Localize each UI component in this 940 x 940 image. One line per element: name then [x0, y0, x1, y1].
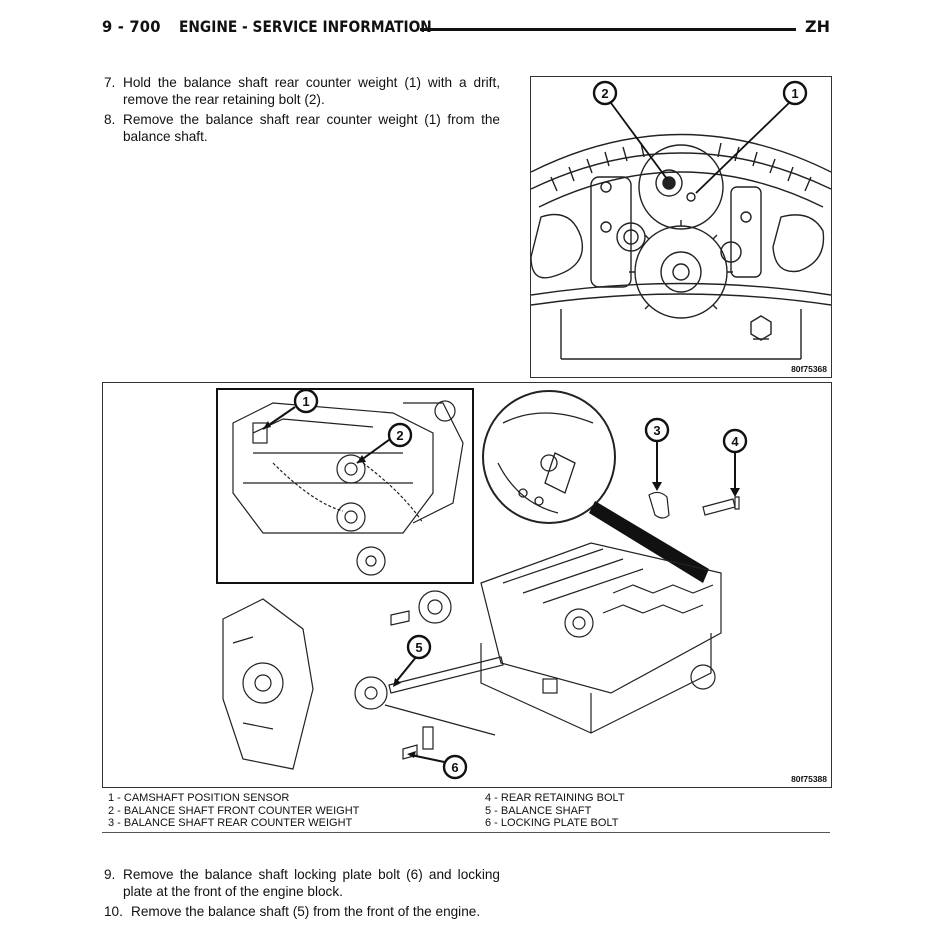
legend-column-left: 1 - CAMSHAFT POSITION SENSOR 2 - BALANCE… — [108, 792, 359, 830]
legend-item: 4 - REAR RETAINING BOLT — [485, 792, 625, 804]
callout-4: 4 — [731, 434, 739, 449]
figure-2-callouts: 1 2 3 4 5 6 — [293, 388, 748, 780]
legend-item: 1 - CAMSHAFT POSITION SENSOR — [108, 792, 290, 804]
step-8: 8. Remove the balance shaft rear counter… — [104, 111, 500, 145]
procedure-steps-top: 7. Hold the balance shaft rear counter w… — [104, 74, 500, 148]
step-number: 7. — [104, 75, 116, 90]
callout-2: 2 — [396, 428, 403, 443]
callout-2: 2 — [601, 86, 608, 101]
step-text: Hold the balance shaft rear counter weig… — [123, 75, 500, 107]
figure-rear-counter-weight: 2 1 80f75368 — [530, 76, 832, 378]
step-text: Remove the balance shaft rear counter we… — [123, 112, 500, 144]
step-number: 9. — [104, 867, 116, 882]
callout-1: 1 — [791, 86, 798, 101]
legend-item: 3 - BALANCE SHAFT REAR COUNTER WEIGHT — [108, 817, 353, 830]
figure-code: 80f75388 — [791, 774, 827, 784]
legend-column-right: 4 - REAR RETAINING BOLT 5 - BALANCE SHAF… — [485, 792, 625, 830]
step-10: 10. Remove the balance shaft (5) from th… — [104, 903, 500, 920]
page-number: 9 - 700 — [102, 17, 161, 36]
step-9: 9. Remove the balance shaft locking plat… — [104, 866, 500, 900]
model-code: ZH — [805, 17, 830, 36]
step-7: 7. Hold the balance shaft rear counter w… — [104, 74, 500, 108]
page-header: 9 - 700 ENGINE - SERVICE INFORMATION ZH — [102, 17, 830, 41]
legend-item: 5 - BALANCE SHAFT — [485, 804, 592, 817]
step-text: Remove the balance shaft (5) from the fr… — [131, 904, 481, 919]
figure-balance-shaft-exploded: 1 2 3 4 5 6 80f75388 — [102, 382, 832, 788]
callout-1: 1 — [302, 394, 309, 409]
procedure-steps-bottom: 9. Remove the balance shaft locking plat… — [104, 866, 500, 923]
figure-1-callouts: 2 1 — [592, 80, 808, 106]
header-rule — [420, 28, 796, 31]
legend-item: 2 - BALANCE SHAFT FRONT COUNTER WEIGHT — [108, 804, 360, 817]
figure-code: 80f75368 — [791, 364, 827, 374]
callout-6: 6 — [451, 760, 458, 775]
step-text: Remove the balance shaft locking plate b… — [123, 867, 500, 899]
section-title: ENGINE - SERVICE INFORMATION — [179, 17, 432, 36]
callout-5: 5 — [415, 640, 422, 655]
figure-legend: 1 - CAMSHAFT POSITION SENSOR 2 - BALANCE… — [102, 792, 830, 833]
callout-3: 3 — [653, 423, 660, 438]
figure-2-illustration: 1 2 3 4 5 6 — [216, 388, 748, 780]
figure-1-illustration: 2 1 — [531, 80, 831, 360]
legend-item: 6 - LOCKING PLATE BOLT — [485, 817, 619, 830]
step-number: 10. — [104, 904, 123, 919]
step-number: 8. — [104, 112, 116, 127]
